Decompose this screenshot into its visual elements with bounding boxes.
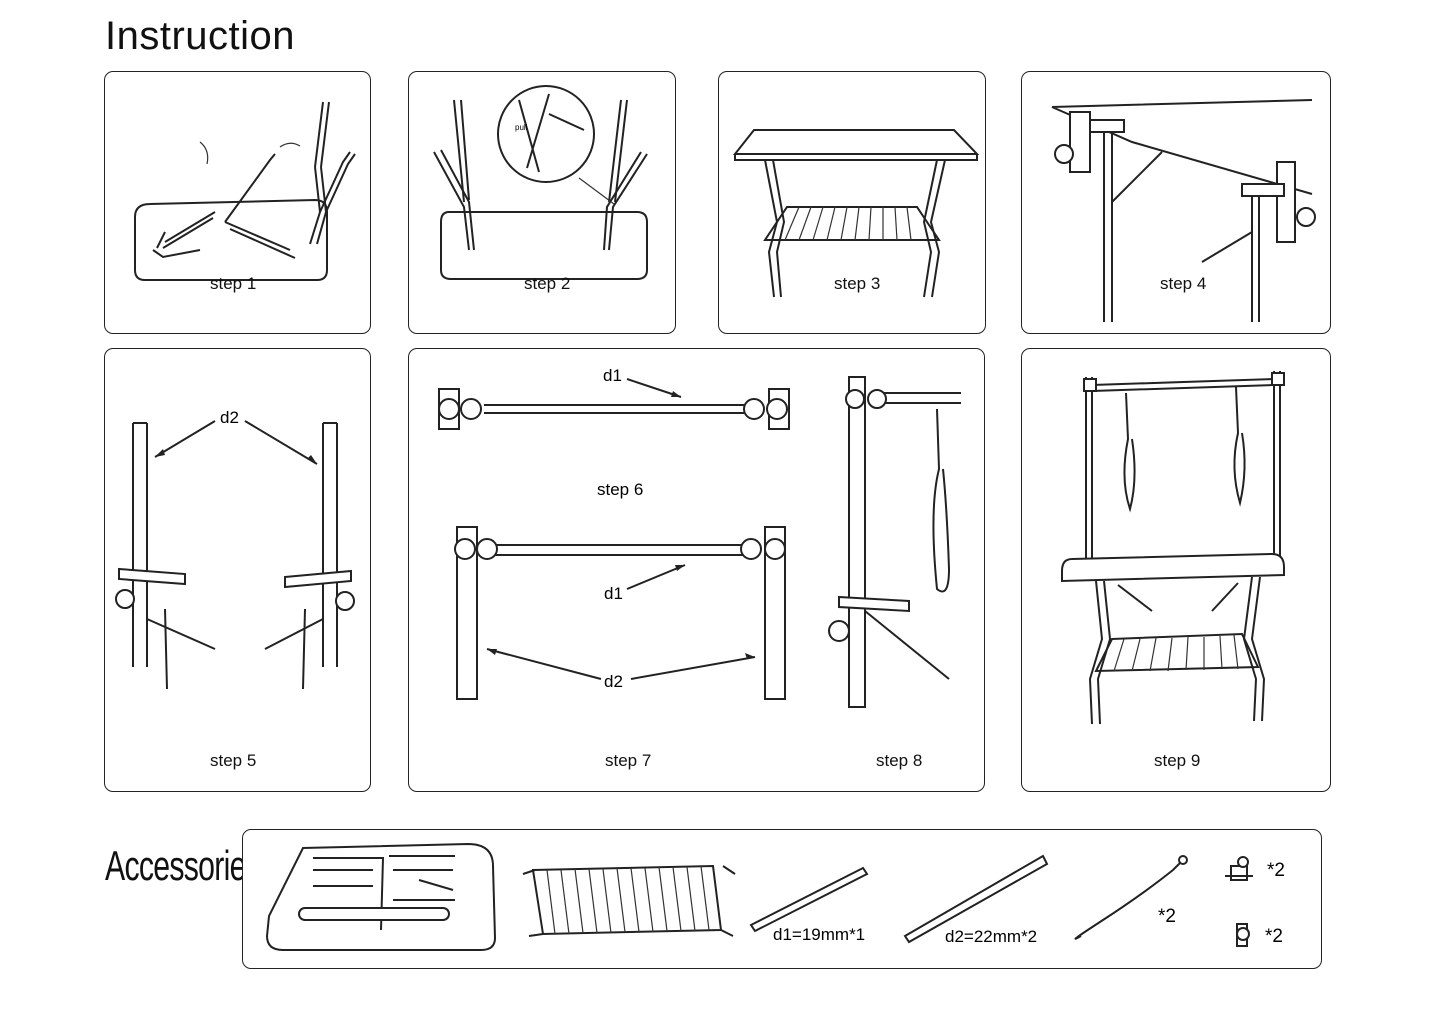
step-1-label: step 1 xyxy=(210,274,257,293)
step-4-label: step 4 xyxy=(1160,274,1207,293)
step-6-label: step 6 xyxy=(597,480,643,499)
step-4-panel: step 4 xyxy=(1021,71,1331,334)
d1-label-step7: d1 xyxy=(604,584,623,603)
clamp-quantity: *2 xyxy=(1267,860,1285,881)
leash-quantity: *2 xyxy=(1158,906,1176,927)
step-6-7-8-panel: d1 step 6 d1 d2 step 7 step 8 xyxy=(408,348,985,792)
step-3-label: step 3 xyxy=(834,274,881,293)
pull-label: pull xyxy=(515,123,528,132)
step-3-panel: step 3 xyxy=(718,71,986,334)
step-8-label: step 8 xyxy=(876,751,923,770)
d2-spec-label: d2=22mm*2 xyxy=(945,927,1037,946)
step-5-label: step 5 xyxy=(210,751,257,770)
accessories-illustration: d1=19mm*1 d2=22mm*2 *2 *2 *2 xyxy=(265,842,1285,951)
page-title: Instruction xyxy=(105,14,296,58)
step-2-illustration: pull xyxy=(433,85,648,280)
d1-spec-label: d1=19mm*1 xyxy=(773,925,865,944)
step-1-illustration xyxy=(134,101,356,281)
step-5-panel: d2 step 5 xyxy=(104,348,371,792)
step-9-illustration xyxy=(1061,371,1285,725)
d1-label-step6: d1 xyxy=(603,366,622,385)
step-3-illustration xyxy=(732,129,980,298)
d2-label-step7: d2 xyxy=(604,672,623,691)
step-9-label: step 9 xyxy=(1154,751,1201,770)
step-7-label: step 7 xyxy=(605,751,652,770)
step-9-panel: step 9 xyxy=(1021,348,1331,792)
clamp2-quantity: *2 xyxy=(1265,926,1283,947)
step-2-panel: pull step 2 xyxy=(408,71,676,334)
steps-6-7-8-illustration: d1 step 6 d1 d2 xyxy=(438,366,961,708)
accessories-panel: d1=19mm*1 d2=22mm*2 *2 *2 *2 xyxy=(242,829,1322,969)
d2-label-step5: d2 xyxy=(220,408,239,427)
step-5-illustration: d2 xyxy=(115,408,355,690)
accessories-title: Accessories xyxy=(105,842,261,889)
step-2-label: step 2 xyxy=(524,274,571,293)
step-1-panel: step 1 xyxy=(104,71,371,334)
step-4-illustration xyxy=(1051,99,1316,322)
